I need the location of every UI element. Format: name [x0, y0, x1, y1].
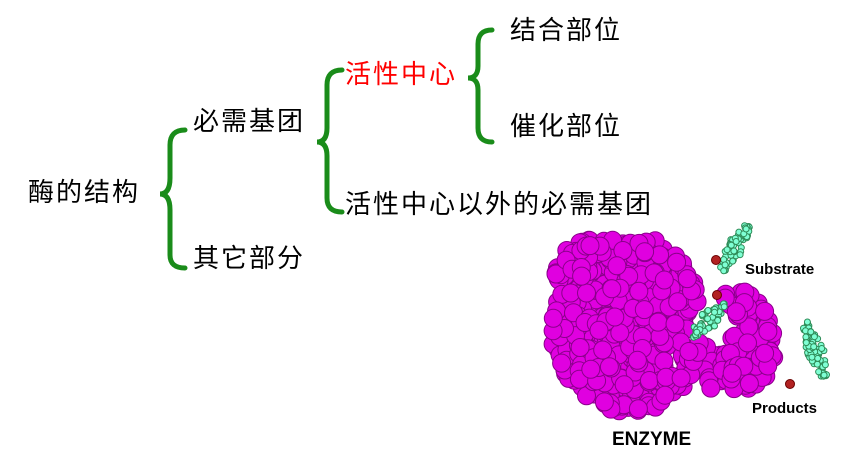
- enzyme-bead: [668, 253, 686, 271]
- bound-bead: [712, 309, 718, 315]
- bound-bead: [715, 317, 721, 323]
- enzyme-bead: [756, 302, 774, 320]
- enzyme-bead: [756, 344, 774, 362]
- product-bead: [816, 369, 822, 375]
- enzyme-bead: [630, 282, 648, 300]
- enzyme-bead: [628, 351, 646, 369]
- product-bead: [821, 372, 827, 378]
- substrate-bead: [743, 226, 749, 232]
- product-bead: [811, 344, 817, 350]
- products-label: Products: [752, 401, 817, 416]
- enzyme-bead: [590, 321, 608, 339]
- substrate-bead: [722, 262, 728, 268]
- enzyme-bead: [603, 280, 621, 298]
- enzyme-bead: [606, 308, 624, 326]
- substrate-bead: [721, 268, 727, 274]
- enzyme-bead: [636, 243, 654, 261]
- substrate-bead: [724, 247, 730, 253]
- enzyme-bead: [594, 341, 612, 359]
- substrate-bead: [733, 239, 739, 245]
- enzyme-bead: [723, 364, 741, 382]
- enzyme-bead: [544, 309, 562, 327]
- product-bead: [819, 346, 825, 352]
- enzyme-bead: [740, 375, 758, 393]
- enzyme-label: ENZYME: [612, 430, 691, 449]
- bound-bead: [712, 323, 718, 329]
- bound-bead: [705, 316, 711, 322]
- enzyme-bead: [581, 237, 599, 255]
- product-bead: [809, 354, 815, 360]
- enzyme-bead: [608, 257, 626, 275]
- enzyme-bead: [739, 334, 757, 352]
- enzyme-bead: [759, 322, 777, 340]
- bound-bead: [694, 329, 700, 335]
- enzyme-bead: [678, 270, 696, 288]
- bound-bead: [721, 304, 727, 310]
- enzyme-bead: [582, 360, 600, 378]
- enzyme-bead: [571, 339, 589, 357]
- substrate-bead: [731, 248, 737, 254]
- enzyme-molecule: [544, 231, 783, 420]
- bound-bead: [705, 308, 711, 314]
- enzyme-bead: [600, 358, 618, 376]
- substrate-dot: [712, 256, 721, 265]
- substrate-label: Substrate: [745, 262, 814, 277]
- enzyme-bead: [702, 379, 720, 397]
- enzyme-bead: [656, 386, 674, 404]
- enzyme-bead: [655, 271, 673, 289]
- enzyme-bead: [672, 369, 690, 387]
- product-bead: [803, 340, 809, 346]
- product-bead: [822, 362, 828, 368]
- substrate-bead: [737, 252, 743, 258]
- product-bead: [815, 355, 821, 361]
- enzyme-bead: [655, 352, 673, 370]
- enzyme-bead: [635, 301, 653, 319]
- product-bead: [808, 329, 814, 335]
- enzyme-bead: [615, 376, 633, 394]
- enzyme-bead: [649, 313, 667, 331]
- enzyme-bead: [680, 343, 698, 361]
- enzyme-bead: [629, 400, 647, 418]
- enzyme-bead: [573, 267, 591, 285]
- enzyme-bead: [640, 372, 658, 390]
- enzyme-bead: [553, 354, 571, 372]
- released-dot: [713, 291, 722, 300]
- product-dot: [786, 380, 795, 389]
- enzyme-bead: [666, 315, 684, 333]
- enzyme-bead: [578, 284, 596, 302]
- substrate-bead: [730, 258, 736, 264]
- enzyme-bead: [595, 393, 613, 411]
- product-bead: [804, 319, 810, 325]
- product-molecule: [801, 319, 830, 379]
